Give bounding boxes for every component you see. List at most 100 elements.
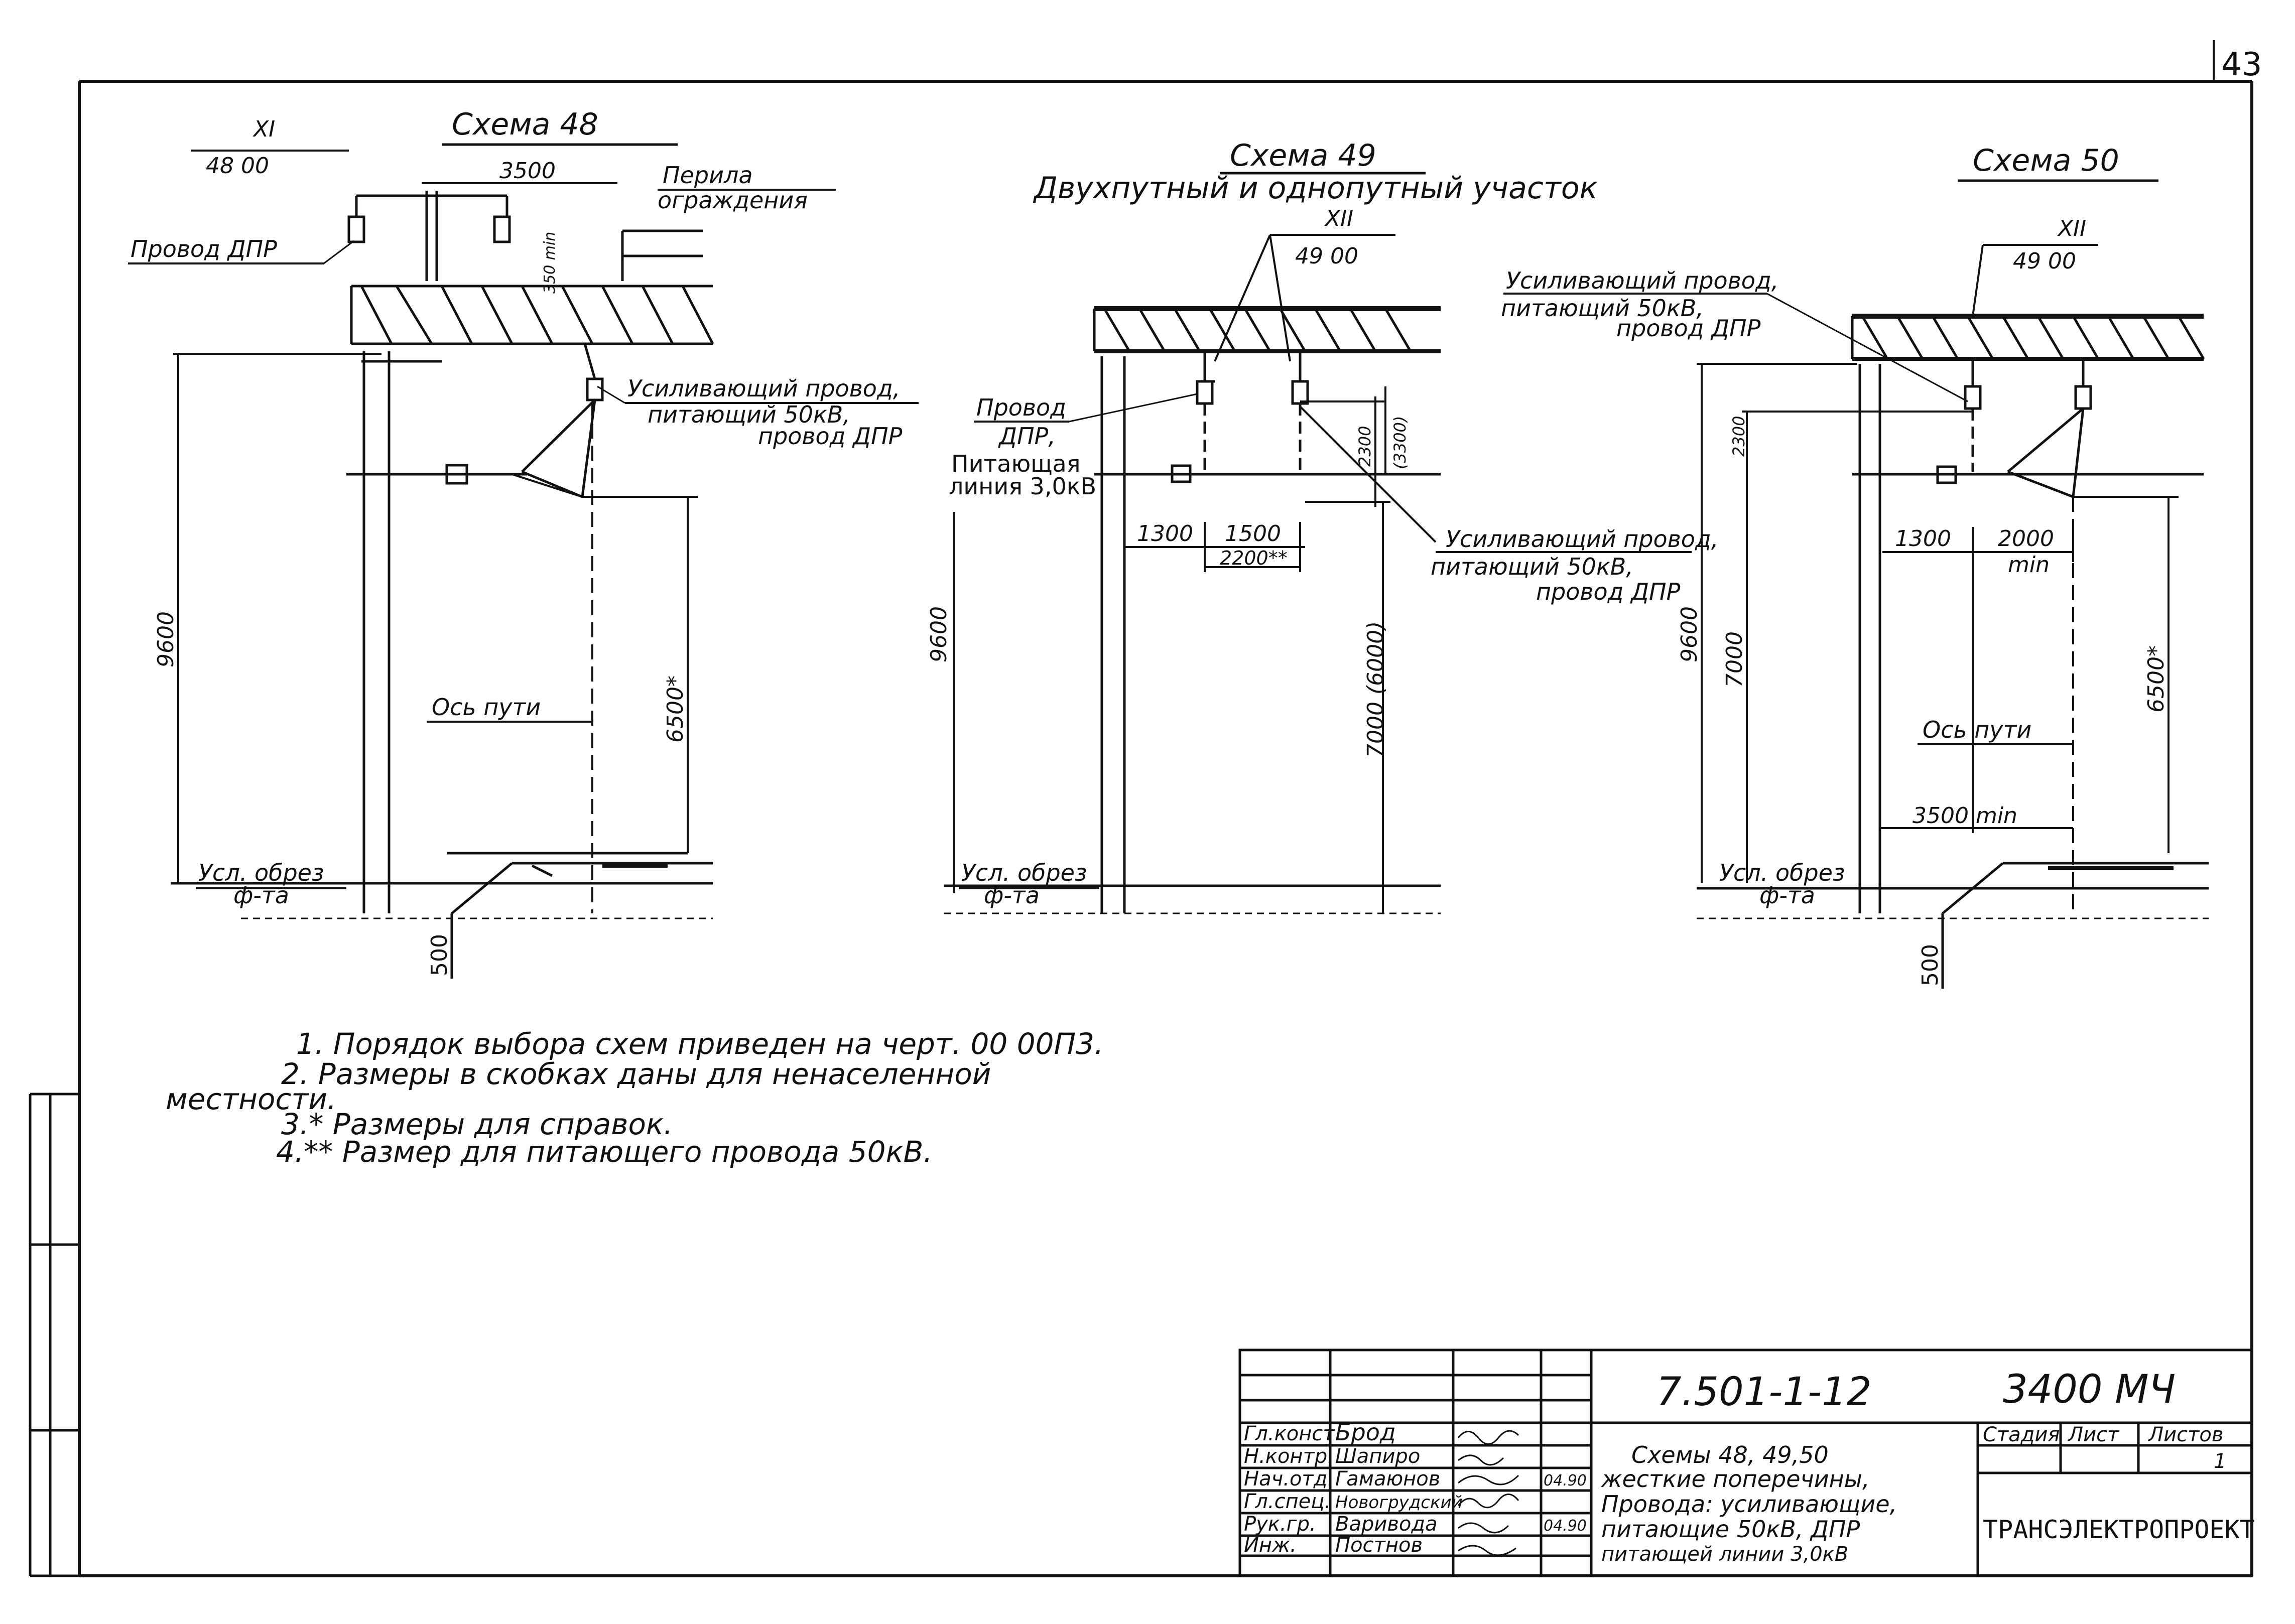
name-1: Шапиро [1335,1445,1420,1468]
scheme-50-marker-top: XII [2057,216,2086,241]
scheme-50-height-total: 9600 [1677,606,1702,662]
desc-line-5: питающей линии 3,0кВ [1601,1543,1848,1566]
scheme-49-dim-2300: 2300 [1355,426,1374,467]
scheme-50-catenary [1852,359,2204,498]
scheme-49-height-contact: 7000 (6000) [1363,621,1388,758]
desc-line-2: жесткие поперечины, [1601,1465,1870,1493]
scheme-48-title: Схема 48 [452,107,598,142]
scheme-48-railing [621,229,703,281]
scheme-48-ground [171,852,713,979]
note-2-cont: местности. [166,1082,336,1116]
scheme-48-railing-1: Перила [663,162,753,189]
sheet-label: Лист [2067,1423,2120,1446]
scheme-49-reinforcing-3: провод ДПР [1536,578,1681,605]
role-5: Инж. [1244,1534,1297,1557]
scheme-50-height-7000: 7000 [1722,631,1747,688]
scheme-49-dim-1500: 1500 [1225,521,1281,547]
note-2: 2. Размеры в скобках даны для ненаселенн… [281,1057,991,1091]
notes: 1. Порядок выбора схем приведен на черт.… [166,1027,1104,1169]
scheme-49-reinforcing-1: Усиливающий провод, [1446,525,1718,553]
scheme-49-height-total: 9600 [926,606,952,662]
scheme-50-dim-2000: 2000 [1998,526,2054,552]
scheme-48-reinforcing-3: провод ДПР [758,423,903,450]
scheme-50-height-contact: 6500* [2143,645,2169,713]
scheme-49: Схема 49 Двухпутный и однопутный участок… [926,138,1718,914]
sheet-frame [78,40,2253,1577]
signatures-table: Гл.конст Брод Н.контр. Шапиро Нач.отд. Г… [1244,1419,1587,1557]
scheme-48-dim-span: 3500 [499,158,556,184]
scheme-49-wire-1: Провод [976,394,1066,421]
scheme-49-title: Схема 49 [1230,138,1376,173]
scheme-48-reinforcing-2: питающий 50кВ, [648,401,850,428]
scheme-50-ground [1697,862,2209,989]
scheme-49-ground [944,884,1441,914]
scheme-48-wire-dpr: Провод ДПР [131,235,277,262]
desc-line-1: Схемы 48, 49,50 [1631,1441,1829,1468]
scheme-48-truss [350,285,714,345]
scheme-50-dimension-lines [1697,363,2179,913]
scheme-50-reinforcing-2: питающий 50кВ, [1501,295,1704,322]
name-2: Гамаюнов [1335,1467,1440,1491]
scheme-48-small-dim: 350 min [541,232,559,294]
scheme-49-reinforcing-2: питающий 50кВ, [1431,553,1633,580]
note-1: 1. Порядок выбора схем приведен на черт.… [296,1027,1104,1061]
scheme-49-foundation-1: Усл. обрез [961,859,1087,886]
scheme-50-column [1858,364,1881,913]
scheme-49-column [1100,356,1126,913]
scheme-48-railing-2: ограждения [658,187,808,214]
scheme-49-feeder-2: линия 3,0кВ [949,473,1096,500]
scheme-49-wire-2: ДПР, [998,423,1056,450]
scheme-48-depth: 500 [427,934,452,976]
scheme-50-truss [1851,314,2205,361]
scheme-48-height-contact: 6500* [663,675,688,743]
role-0: Гл.конст [1244,1422,1335,1445]
note-3: 3.* Размеры для справок. [281,1107,673,1141]
scheme-50-reinforcing-1: Усиливающий провод, [1506,267,1778,294]
scheme-49-marker-top: XII [1324,206,1353,231]
scheme-49-catenary [1094,351,1441,543]
scheme-50-track-offset: 3500 min [1912,803,2017,829]
scheme-49-dim-3300: (3300) [1390,416,1410,469]
scheme-48-track-axis: Ось пути [432,694,541,721]
page-number: 43 [2221,46,2262,83]
scheme-49-pointer-lines [1214,234,1291,362]
scheme-49-dim-1300: 1300 [1137,521,1193,547]
scheme-50-depth: 500 [1918,944,1943,986]
scheme-50-foundation-2: ф-та [1759,882,1815,909]
scheme-50-title: Схема 50 [1973,143,2119,178]
signature-marks [1457,1430,1519,1556]
scheme-50-dim-min: min [2008,552,2050,578]
sheets-value: 1 [2214,1450,2226,1473]
doc-code: 7.501-1-12 [1656,1370,1871,1415]
scheme-49-dim-2200: 2200** [1220,547,1288,569]
scheme-48-foundation-1: Усл. обрез [198,859,324,886]
scheme-48-marker-top: XI [252,116,275,142]
scheme-48-top-structure [347,191,511,281]
name-4: Варивода [1335,1513,1438,1536]
scheme-49-feeder-1: Питающая [951,450,1080,477]
scheme-49-truss [1093,306,1441,353]
name-0: Брод [1335,1419,1396,1446]
date-4: 04.90 [1544,1517,1587,1535]
role-3: Гл.спец. [1244,1490,1331,1513]
scheme-49-dimension-lines [953,386,1390,913]
date-2: 04.90 [1544,1472,1587,1490]
scheme-48: Схема 48 XI 48 00 3500 Перила ограждения… [128,107,919,979]
binding-strip [29,1093,79,1577]
role-2: Нач.отд. [1244,1467,1334,1491]
scheme-49-marker-bottom: 49 00 [1295,243,1358,269]
scheme-50-marker-bottom: 49 00 [2013,248,2076,274]
title-block: 7.501-1-12 3400 МЧ Гл.конст Брод Н.контр… [1238,1348,2255,1577]
note-4: 4.** Размер для питающего провода 50кВ. [276,1135,933,1169]
scheme-48-column [361,351,442,913]
scheme-48-marker-bottom: 48 00 [206,153,269,179]
role-1: Н.контр. [1244,1445,1334,1468]
scheme-48-height-total: 9600 [153,611,179,667]
name-5: Постнов [1335,1534,1423,1557]
scheme-48-catenary [346,343,604,498]
desc-line-4: питающие 50кВ, ДПР [1601,1516,1860,1543]
scheme-50-foundation-1: Усл. обрез [1719,859,1845,886]
stage-label: Стадия [1983,1423,2060,1446]
sheet-code: 3400 МЧ [2003,1367,2176,1412]
